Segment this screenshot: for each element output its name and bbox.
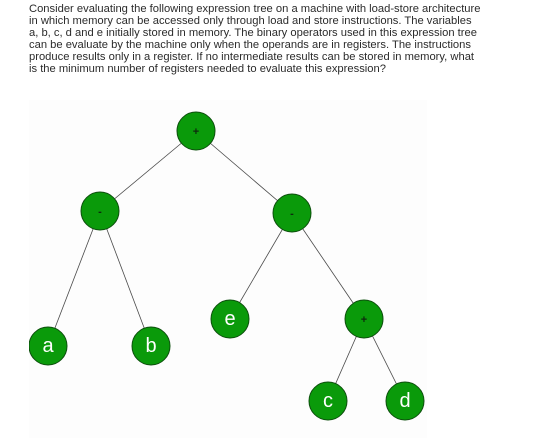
- question-line: a, b, c, d and e initially stored in mem…: [29, 26, 477, 39]
- tree-node-label: c: [323, 390, 333, 412]
- tree-node-leaf-d: d: [385, 381, 425, 421]
- tree-node-circle: [344, 299, 384, 339]
- tree-node-circle: [272, 193, 312, 233]
- tree-edges: [47, 130, 406, 402]
- tree-node-circle: [176, 111, 216, 151]
- tree-node-leaf-a: a: [29, 326, 68, 366]
- question-line: can be evaluate by the machine only when…: [29, 38, 471, 51]
- tree-node-label: e: [224, 308, 235, 330]
- tree-node-label: -: [98, 206, 102, 218]
- tree-edge-root-to-right-minus: [195, 130, 293, 214]
- tree-node-left-minus: -: [80, 191, 120, 231]
- question-line: is the minimum number of registers neede…: [29, 62, 386, 75]
- expression-tree: + - - a b e + c d: [29, 111, 425, 421]
- question-text: Consider evaluating the following expres…: [29, 3, 549, 75]
- tree-node-circle: [210, 299, 250, 339]
- tree-edge-left-minus-to-leaf-a: [47, 210, 101, 347]
- tree-edge-root-to-left-minus: [99, 130, 197, 212]
- tree-edge-right-minus-to-leaf-e: [229, 212, 293, 320]
- question-line: Consider evaluating the following expres…: [29, 3, 481, 15]
- tree-node-label: a: [42, 335, 54, 357]
- tree-node-circle: [29, 326, 68, 366]
- tree-node-label: d: [399, 390, 410, 412]
- tree-node-circle: [131, 326, 171, 366]
- tree-node-leaf-e: e: [210, 299, 250, 339]
- tree-node-label: +: [361, 314, 367, 326]
- tree-node-inner-plus: +: [344, 299, 384, 339]
- question-line: in which memory can be accessed only thr…: [29, 14, 472, 27]
- tree-node-label: -: [290, 208, 294, 220]
- tree-node-leaf-b: b: [131, 326, 171, 366]
- tree-nodes: + - - a b e + c d: [29, 111, 425, 421]
- tree-node-root: +: [176, 111, 216, 151]
- tree-node-circle: [385, 381, 425, 421]
- expression-tree-panel: + - - a b e + c d: [29, 100, 427, 438]
- question-line: produce results only in a register. If n…: [29, 50, 475, 63]
- tree-node-label: b: [145, 335, 156, 357]
- tree-node-label: +: [193, 126, 199, 138]
- tree-node-leaf-c: c: [308, 381, 348, 421]
- tree-edge-right-minus-to-inner-plus: [291, 212, 365, 320]
- tree-node-right-minus: -: [272, 193, 312, 233]
- tree-edge-left-minus-to-leaf-b: [99, 210, 152, 347]
- tree-node-circle: [80, 191, 120, 231]
- tree-node-circle: [308, 381, 348, 421]
